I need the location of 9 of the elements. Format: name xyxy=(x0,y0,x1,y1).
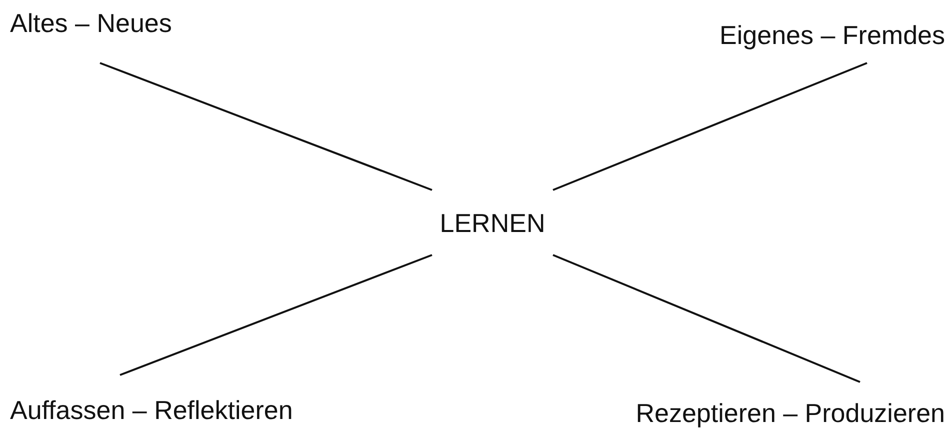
concept-label: Eigenes – Fremdes xyxy=(720,20,945,50)
connector-line xyxy=(100,62,432,191)
concept-label: LERNEN xyxy=(440,208,546,238)
connector-line xyxy=(552,62,868,191)
concept-label: Auffassen – Reflektieren xyxy=(10,395,293,425)
connector-line xyxy=(120,254,432,376)
concept-label: Altes – Neues xyxy=(10,8,172,38)
connector-line xyxy=(552,254,860,383)
concept-label: Rezeptieren – Produzieren xyxy=(636,398,945,428)
